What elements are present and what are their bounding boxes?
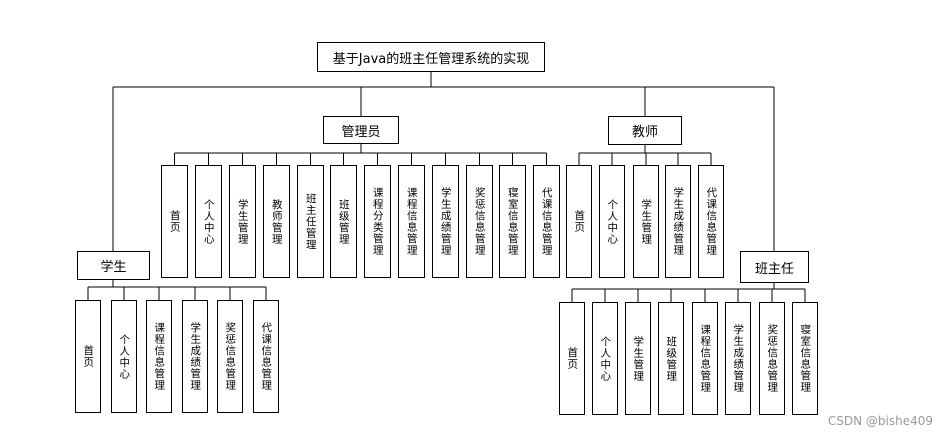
leaf-label: 课程信息管理 [699, 324, 712, 393]
leaf-label: 课程信息管理 [405, 187, 418, 256]
leaf-box-student: 个人中心 [111, 300, 137, 413]
leaf-label: 学生管理 [236, 198, 249, 245]
role-box-student: 学生 [77, 251, 150, 280]
leaf-box-admin: 学生成绩管理 [432, 165, 459, 278]
leaf-label: 学生管理 [640, 198, 653, 245]
leaf-box-head-teacher: 学生成绩管理 [725, 302, 751, 415]
root-title-box: 基于Java的班主任管理系统的实现 [317, 42, 545, 72]
leaf-box-admin: 班主任管理 [297, 165, 324, 278]
leaf-label: 个人中心 [118, 333, 131, 380]
leaf-box-student: 首页 [75, 300, 101, 413]
leaf-label: 教师管理 [270, 198, 283, 245]
leaf-box-admin: 班级管理 [330, 165, 357, 278]
leaf-box-admin: 课程信息管理 [398, 165, 425, 278]
leaf-box-teacher: 个人中心 [599, 165, 625, 278]
leaf-label: 班级管理 [665, 335, 678, 382]
leaf-box-admin: 学生管理 [229, 165, 256, 278]
leaf-box-teacher: 代课信息管理 [698, 165, 724, 278]
leaf-label: 个人中心 [202, 198, 215, 245]
leaf-label: 代课信息管理 [705, 187, 718, 256]
role-label-admin: 管理员 [341, 124, 381, 140]
leaf-label: 班级管理 [337, 198, 350, 245]
leaf-box-admin: 首页 [161, 165, 188, 278]
leaf-label: 个人中心 [599, 335, 612, 382]
watermark: CSDN @bishe409 [827, 414, 933, 428]
leaf-label: 奖惩信息管理 [766, 324, 779, 393]
leaf-label: 课程分类管理 [371, 187, 384, 256]
leaf-box-admin: 代课信息管理 [533, 165, 560, 278]
leaf-box-head-teacher: 学生管理 [625, 302, 651, 415]
leaf-label: 寝室信息管理 [506, 187, 519, 256]
leaf-label: 代课信息管理 [540, 187, 553, 256]
role-label-head-teacher: 班主任 [754, 261, 794, 277]
role-box-admin: 管理员 [323, 116, 399, 144]
leaf-label: 奖惩信息管理 [473, 187, 486, 256]
leaf-box-head-teacher: 个人中心 [592, 302, 618, 415]
leaf-box-teacher: 首页 [566, 165, 592, 278]
leaf-box-student: 学生成绩管理 [182, 300, 208, 413]
leaf-box-admin: 课程分类管理 [364, 165, 391, 278]
leaf-label: 代课信息管理 [260, 322, 273, 391]
leaf-box-head-teacher: 课程信息管理 [692, 302, 718, 415]
leaf-box-teacher: 学生管理 [633, 165, 659, 278]
role-label-student: 学生 [100, 260, 127, 275]
leaf-label: 首页 [82, 345, 95, 368]
leaf-label: 学生成绩管理 [439, 187, 452, 256]
leaf-label: 寝室信息管理 [799, 324, 812, 393]
leaf-box-admin: 教师管理 [263, 165, 290, 278]
leaf-box-student: 代课信息管理 [253, 300, 279, 413]
leaf-label: 课程信息管理 [153, 322, 166, 391]
leaf-box-head-teacher: 班级管理 [658, 302, 684, 415]
leaf-label: 首页 [168, 210, 181, 233]
leaf-box-student: 课程信息管理 [146, 300, 172, 413]
role-box-head-teacher: 班主任 [740, 251, 809, 283]
leaf-label: 首页 [573, 210, 586, 233]
leaf-box-admin: 奖惩信息管理 [466, 165, 493, 278]
leaf-label: 学生管理 [632, 335, 645, 382]
leaf-label: 学生成绩管理 [672, 187, 685, 256]
leaf-label: 个人中心 [606, 198, 619, 245]
role-box-teacher: 教师 [608, 116, 682, 145]
root-title: 基于Java的班主任管理系统的实现 [332, 51, 530, 67]
leaf-label: 首页 [566, 347, 579, 370]
leaf-box-head-teacher: 首页 [559, 302, 585, 415]
leaf-box-head-teacher: 奖惩信息管理 [759, 302, 785, 415]
leaf-label: 学生成绩管理 [189, 322, 202, 391]
leaf-label: 奖惩信息管理 [224, 322, 237, 391]
leaf-label: 学生成绩管理 [732, 324, 745, 393]
leaf-label: 班主任管理 [304, 192, 317, 251]
leaf-box-admin: 个人中心 [195, 165, 222, 278]
leaf-box-student: 奖惩信息管理 [217, 300, 243, 413]
role-label-teacher: 教师 [631, 125, 658, 140]
leaf-box-admin: 寝室信息管理 [499, 165, 526, 278]
leaf-box-head-teacher: 寝室信息管理 [792, 302, 818, 415]
leaf-box-teacher: 学生成绩管理 [665, 165, 691, 278]
